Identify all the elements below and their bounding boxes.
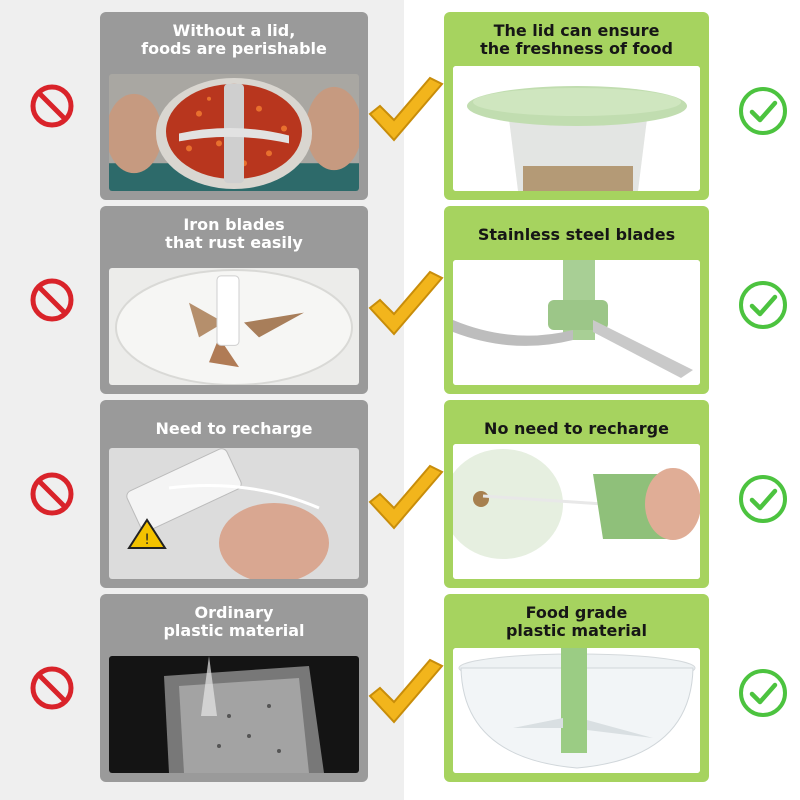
cloudy-plastic-container-photo bbox=[109, 656, 359, 773]
solution-card: No need to recharge bbox=[444, 400, 709, 588]
problem-title: Iron blades that rust easily bbox=[165, 215, 303, 252]
problem-card: Need to recharge ! bbox=[100, 400, 368, 588]
gold-checkmark-icon bbox=[368, 76, 444, 142]
solution-card: Stainless steel blades bbox=[444, 206, 709, 394]
power-strip-with-cable-photo: ! bbox=[109, 448, 359, 579]
clear-bowl-with-green-blade-photo bbox=[453, 648, 700, 773]
solution-title: The lid can ensure the freshness of food bbox=[480, 21, 673, 58]
comparison-row: Iron blades that rust easily Stainless s… bbox=[0, 206, 800, 394]
problem-title: Without a lid, foods are perishable bbox=[141, 21, 327, 58]
comparison-row: Ordinary plastic material Food grade pla… bbox=[0, 594, 800, 782]
no-entry-icon bbox=[30, 666, 74, 710]
no-entry-icon bbox=[30, 278, 74, 322]
solution-title: No need to recharge bbox=[484, 419, 669, 438]
solution-card: Food grade plastic material bbox=[444, 594, 709, 782]
gold-checkmark-icon bbox=[368, 464, 444, 530]
stainless-blades-on-green-shaft-photo bbox=[453, 260, 700, 385]
no-entry-icon bbox=[30, 84, 74, 128]
svg-text:!: ! bbox=[144, 532, 150, 548]
green-lid-on-container-photo bbox=[453, 66, 700, 191]
problem-title: Ordinary plastic material bbox=[163, 603, 305, 640]
gold-checkmark-icon bbox=[368, 658, 444, 724]
rusty-blades-in-bowl-photo bbox=[109, 268, 359, 385]
green-check-circle-icon bbox=[739, 87, 787, 135]
problem-title: Need to recharge bbox=[155, 419, 313, 438]
green-check-circle-icon bbox=[739, 475, 787, 523]
problem-card: Iron blades that rust easily bbox=[100, 206, 368, 394]
comparison-row: Without a lid, foods are perishable bbox=[0, 12, 800, 200]
green-check-circle-icon bbox=[739, 669, 787, 717]
chopped-chili-in-open-bowl-photo bbox=[109, 74, 359, 191]
comparison-row: Need to recharge ! No need to recharge bbox=[0, 400, 800, 588]
problem-card: Without a lid, foods are perishable bbox=[100, 12, 368, 200]
green-check-circle-icon bbox=[739, 281, 787, 329]
hand-pulling-cord-photo bbox=[453, 444, 700, 579]
solution-card: The lid can ensure the freshness of food bbox=[444, 12, 709, 200]
problem-card: Ordinary plastic material bbox=[100, 594, 368, 782]
no-entry-icon bbox=[30, 472, 74, 516]
gold-checkmark-icon bbox=[368, 270, 444, 336]
solution-title: Stainless steel blades bbox=[477, 225, 676, 244]
solution-title: Food grade plastic material bbox=[505, 603, 648, 640]
